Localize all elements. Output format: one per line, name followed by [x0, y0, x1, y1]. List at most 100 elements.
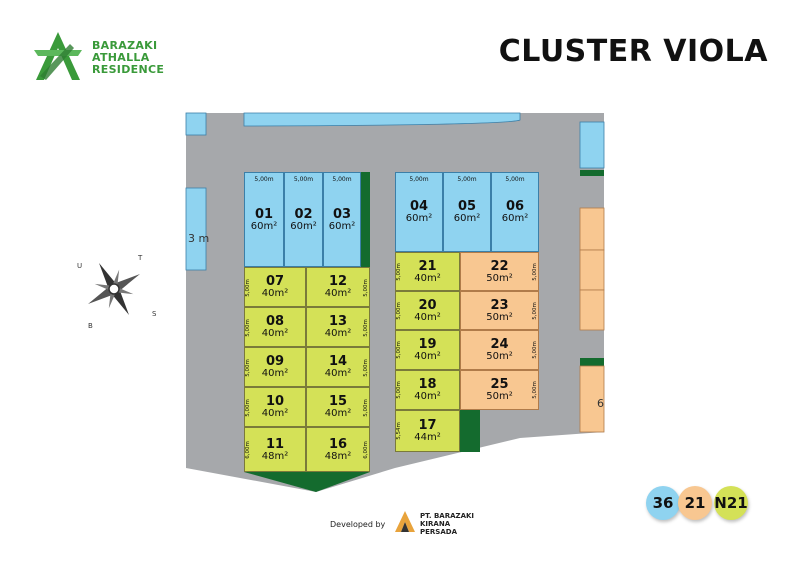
lot-03-area: 60m²	[328, 220, 356, 232]
lot-09-area: 40m²	[261, 368, 289, 379]
lot-15[interactable]: 5,00m 15 40m²	[306, 387, 370, 427]
lot-11[interactable]: 6,00m 11 48m²	[244, 427, 306, 472]
lot-06[interactable]: 5,00m 06 60m²	[491, 172, 539, 252]
lot-13-number: 13	[328, 314, 348, 329]
lot-13[interactable]: 5,00m 13 40m²	[306, 307, 370, 347]
lot-04-width: 5,00m	[409, 176, 429, 183]
lot-07-area: 40m²	[261, 288, 289, 299]
developer-line3: PERSADA	[420, 528, 457, 536]
lot-04[interactable]: 5,00m 04 60m²	[395, 172, 443, 252]
legend-type-21: 21	[678, 486, 712, 520]
lot-06-area: 60m²	[501, 213, 529, 224]
lot-11-area: 48m²	[261, 450, 289, 462]
lot-23-depth: 5,00m	[532, 302, 539, 320]
compass-u: U	[77, 262, 82, 270]
lot-12[interactable]: 5,00m 12 40m²	[306, 267, 370, 307]
lot-22[interactable]: 5,00m 22 50m²	[460, 252, 539, 291]
lot-10-depth: 5,00m	[244, 399, 251, 417]
lot-01-area: 60m²	[250, 220, 278, 232]
lot-16-depth: 6,00m	[363, 441, 370, 459]
lot-06-number: 06	[505, 199, 525, 214]
compass-b: B	[88, 322, 93, 330]
lot-07-number: 07	[265, 274, 285, 289]
lot-15-number: 15	[328, 394, 348, 409]
right-orange-lot-4	[579, 365, 605, 433]
brand-logo-icon	[34, 32, 82, 80]
lot-25[interactable]: 5,00m 25 50m²	[460, 370, 539, 410]
lot-24[interactable]: 5,00m 24 50m²	[460, 330, 539, 370]
lot-09[interactable]: 5,00m 09 40m²	[244, 347, 306, 387]
lot-05-area: 60m²	[453, 213, 481, 224]
green-strip-a	[361, 172, 370, 267]
lot-03[interactable]: 5,00m 03 60m²	[323, 172, 361, 267]
lot-10-number: 10	[265, 394, 285, 409]
lot-20-number: 20	[418, 297, 437, 313]
lot-25-area: 50m²	[486, 391, 513, 402]
lot-09-depth: 5,00m	[244, 359, 251, 377]
lot-16[interactable]: 6,00m 16 48m²	[306, 427, 370, 472]
compass-s: S	[152, 310, 157, 318]
lot-14[interactable]: 5,00m 14 40m²	[306, 347, 370, 387]
right-orange-lot-1	[579, 207, 605, 251]
lot-05[interactable]: 5,00m 05 60m²	[443, 172, 491, 252]
lot-12-area: 40m²	[324, 288, 352, 299]
lot-12-depth: 5,00m	[363, 279, 370, 297]
lot-20-depth: 5,00m	[395, 302, 402, 320]
developed-by-label: Developed by	[330, 520, 386, 529]
legend-type-n21: N21	[714, 486, 748, 520]
lot-22-number: 22	[490, 258, 509, 274]
lot-10-area: 40m²	[261, 408, 289, 419]
lot-23[interactable]: 5,00m 23 50m²	[460, 291, 539, 330]
lot-20[interactable]: 5,00m 20 40m²	[395, 291, 460, 330]
lot-19[interactable]: 5,00m 19 40m²	[395, 330, 460, 370]
lot-14-depth: 5,00m	[363, 359, 370, 377]
lot-06-width: 5,00m	[505, 176, 525, 183]
lot-02[interactable]: 5,00m 02 60m²	[284, 172, 323, 267]
green-strip-b	[460, 410, 480, 452]
lot-23-area: 50m²	[486, 311, 513, 323]
developer-line1: PT. BARAZAKI	[420, 512, 475, 520]
left-partial-label: 3 m	[188, 232, 210, 245]
lot-24-area: 50m²	[486, 351, 513, 362]
lot-10[interactable]: 5,00m 10 40m²	[244, 387, 306, 427]
right-orange-lot-2	[579, 249, 605, 291]
lot-18[interactable]: 5,00m 18 40m²	[395, 370, 460, 410]
top-blue-lot	[243, 112, 521, 127]
lot-25-depth: 5,00m	[532, 381, 539, 399]
top-left-lot	[185, 112, 207, 136]
lot-21-depth: 5,00m	[395, 263, 402, 281]
lot-04-area: 60m²	[405, 213, 433, 224]
lot-07-depth: 5,00m	[244, 279, 251, 297]
developer-logo-icon	[395, 511, 415, 532]
lot-22-depth: 5,00m	[532, 263, 539, 281]
right-green-strip-1	[580, 170, 604, 176]
lot-07[interactable]: 5,00m 07 40m²	[244, 267, 306, 307]
lot-11-number: 11	[265, 436, 285, 452]
lot-02-number: 02	[294, 206, 313, 222]
lot-05-width: 5,00m	[457, 176, 477, 183]
lot-03-width: 5,00m	[332, 176, 352, 183]
lot-19-area: 40m²	[414, 351, 441, 362]
compass-rose-icon: U T B S	[77, 254, 157, 330]
lot-14-area: 40m²	[324, 368, 352, 379]
lot-14-number: 14	[328, 354, 348, 369]
brand-line3: RESIDENCE	[92, 63, 165, 76]
lot-17[interactable]: 5,54m 17 44m²	[395, 410, 460, 452]
lot-18-number: 18	[418, 377, 437, 392]
lot-08[interactable]: 5,00m 08 40m²	[244, 307, 306, 347]
lot-01-number: 01	[254, 206, 274, 222]
lot-21[interactable]: 5,00m 21 40m²	[395, 252, 460, 291]
lot-15-depth: 5,00m	[363, 399, 370, 417]
lot-11-depth: 6,00m	[244, 441, 251, 459]
lot-12-number: 12	[328, 274, 348, 289]
lot-18-depth: 5,00m	[395, 381, 402, 399]
lot-24-depth: 5,00m	[532, 341, 539, 359]
legend-type-36: 36	[646, 486, 680, 520]
right-blue-lot	[579, 121, 605, 169]
lot-16-area: 48m²	[324, 450, 352, 462]
lot-01[interactable]: 5,00m 01 60m²	[244, 172, 284, 267]
lot-13-depth: 5,00m	[363, 319, 370, 337]
brand-name: BARAZAKI ATHALLA RESIDENCE	[92, 40, 164, 76]
lot-02-area: 60m²	[290, 220, 317, 232]
lot-16-number: 16	[328, 436, 348, 452]
